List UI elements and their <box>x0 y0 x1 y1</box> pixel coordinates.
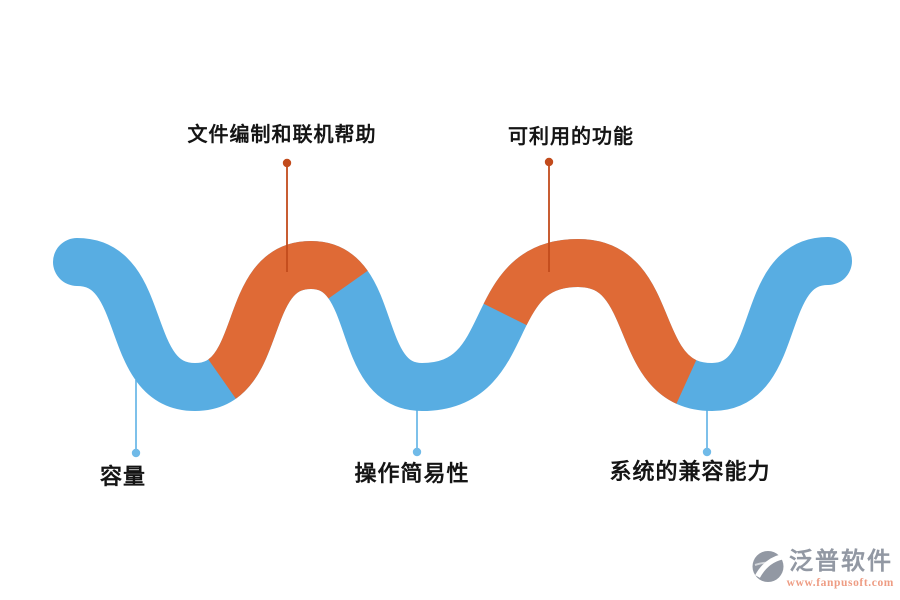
callout-dot-system-compatibility <box>702 447 712 457</box>
watermark-url: www.fanpusoft.com <box>786 577 894 589</box>
watermark-brand-name: 泛普软件 <box>789 548 893 575</box>
callout-dot-available-functions <box>544 157 554 167</box>
callout-dot-ease-of-operation <box>412 447 422 457</box>
callout-label-ease-of-operation: 操作简易性 <box>354 461 470 486</box>
wave-ribbon <box>53 237 852 412</box>
callout-label-system-compatibility: 系统的兼容能力 <box>609 459 771 484</box>
fanpu-logo-icon <box>752 551 784 582</box>
wave-path-blue <box>53 237 852 412</box>
callout-label-docs-and-online-help: 文件编制和联机帮助 <box>187 124 377 146</box>
top-leader-lines <box>282 157 554 272</box>
callout-label-available-functions: 可利用的功能 <box>508 126 634 148</box>
callout-dot-docs-and-online-help <box>282 158 292 168</box>
callout-label-capacity: 容量 <box>99 464 147 489</box>
watermark: 泛普软件 www.fanpusoft.com <box>752 548 894 594</box>
callout-dot-capacity <box>131 448 141 458</box>
